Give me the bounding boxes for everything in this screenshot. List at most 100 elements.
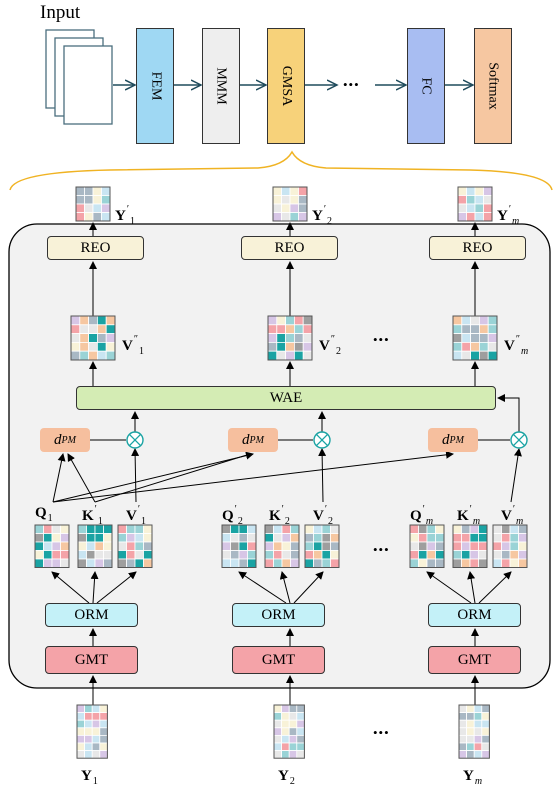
q-label-2: Q′2: [222, 505, 243, 527]
v2-grid-2: [267, 315, 313, 361]
v1-label-2: V′2: [313, 505, 333, 527]
output-grid-3: [457, 186, 493, 222]
v2-label-2: V″2: [319, 335, 341, 357]
output-grid-2: [272, 186, 308, 222]
wae-box: WAE: [76, 386, 496, 410]
input-y-label-1: Y1: [81, 768, 98, 787]
otimes-1: [126, 431, 144, 449]
q-label-3: Q′m: [410, 505, 433, 527]
arrow-orm-k-1: [90, 571, 99, 604]
v1-label-3-index: m: [516, 516, 524, 527]
fem-label: FEM: [147, 71, 163, 101]
gmsa-module: GMSA: [267, 28, 305, 144]
arrow-q1-dpm2: [52, 451, 254, 503]
arrow-orm-k-3: [467, 571, 476, 604]
v2-label-3-index: m: [521, 346, 529, 357]
dpm-base-1: d: [54, 431, 62, 448]
arrow-otimes-wae-m: [497, 394, 520, 432]
gmt-box-m: GMT: [428, 646, 521, 674]
fc-module: FC: [407, 28, 445, 144]
q-label-1-symbol: Q: [35, 505, 47, 521]
q-label-2-prime: ′: [234, 504, 237, 515]
gmsa-label: GMSA: [279, 65, 294, 107]
output-grid-1: [75, 186, 111, 222]
q-grid-1: [34, 524, 70, 568]
arrow-orm-v-1: [96, 571, 137, 604]
top-ellipsis: •••: [343, 77, 360, 92]
mmm-module: MMM: [202, 28, 240, 144]
output-y-label-3: Y′m: [497, 205, 519, 227]
v1-label-3: V′m: [501, 505, 523, 527]
q-label-1-index: 1: [47, 513, 53, 524]
q-label-2-symbol: Q: [222, 508, 234, 524]
v2-label-3-symbol: V: [504, 338, 515, 354]
output-y-label-2-symbol: Y: [312, 208, 323, 224]
fem-module: FEM: [136, 28, 174, 144]
v1-label-2-symbol: V: [313, 508, 324, 524]
v1-label-2-index: 2: [328, 516, 334, 527]
output-y-label-3-symbol: Y: [497, 208, 508, 224]
softmax-module: Softmax: [474, 28, 512, 144]
qkv-ellipsis: •••: [373, 542, 390, 557]
v1-grid-1: [117, 524, 153, 568]
v2-label-1: V″1: [122, 335, 144, 357]
input-y-label-2-symbol: Y: [278, 768, 289, 784]
k-label-2: K′2: [269, 505, 290, 527]
v1-grid-2: [304, 524, 340, 568]
input-y-label-3: Ym: [463, 768, 482, 787]
dpm-base-m: d: [442, 431, 450, 448]
arrow-q1-dpm1: [52, 453, 66, 503]
input-stack-icon: [45, 29, 113, 125]
k-label-2-index: 2: [284, 516, 290, 527]
k-grid-1: [77, 524, 113, 568]
output-y-label-1: Y′1: [115, 205, 135, 227]
output-y-label-1-symbol: Y: [115, 208, 126, 224]
arrow-orm-v-2: [293, 571, 324, 604]
output-y-label-2-index: 2: [327, 216, 333, 227]
reo-box-m: REO: [429, 236, 526, 260]
mmm-label: MMM: [214, 67, 230, 105]
k-label-2-symbol: K: [269, 508, 281, 524]
arrow-v1-otimes-3: [510, 448, 522, 503]
orm-box-1: ORM: [45, 603, 138, 627]
k-label-1: K′1: [82, 505, 103, 527]
output-y-label-3-prime: ′: [508, 204, 512, 215]
output-y-label-1-prime: ′: [126, 204, 130, 215]
arrow-v1-otimes-2: [318, 448, 327, 503]
input-y-label-2: Y2: [278, 768, 295, 787]
gmsa-detail-block: [8, 223, 551, 689]
expansion-brace: [9, 150, 553, 191]
k-label-3-symbol: K: [457, 508, 469, 524]
softmax-label: Softmax: [486, 62, 502, 110]
input-grid-1: [76, 704, 108, 759]
q-label-3-symbol: Q: [410, 508, 422, 524]
arrow-k1-dpm2: [94, 453, 251, 503]
v1-label-3-prime: ′: [512, 504, 516, 515]
v1-label-1-index: 1: [141, 516, 147, 527]
v2-label-3: V″m: [504, 335, 528, 357]
arrow-orm-v-3: [478, 571, 512, 604]
input-y-label-1-index: 1: [92, 776, 98, 787]
q-label-1: Q1: [35, 505, 53, 524]
dpm-sub-m: PM: [449, 434, 464, 446]
v2-label-2-prime: ″: [330, 334, 336, 345]
input-grid-3: [458, 704, 490, 759]
output-y-label-1-index: 1: [130, 216, 136, 227]
arrow-v1-otimes-1: [131, 448, 140, 503]
v1-label-1: V′1: [126, 505, 146, 527]
v2-label-2-symbol: V: [319, 338, 330, 354]
v2-label-3-prime: ″: [515, 334, 521, 345]
reo-box-2: REO: [241, 236, 338, 260]
k-label-3-index: m: [472, 516, 481, 527]
v2-label-1-prime: ″: [133, 334, 139, 345]
q-grid-3: [409, 524, 445, 568]
arrow-orm-q-2: [238, 571, 287, 604]
orm-box-m: ORM: [428, 603, 521, 627]
input-y-label-2-index: 2: [289, 776, 295, 787]
dpm-sub-1: PM: [61, 434, 76, 446]
v2-label-1-index: 1: [139, 346, 145, 357]
